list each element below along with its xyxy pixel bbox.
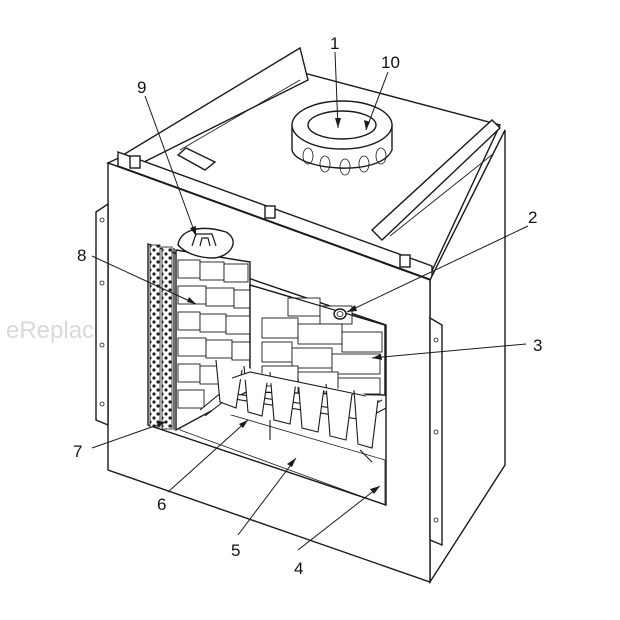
callout-5: 5 <box>231 541 240 560</box>
fireplace-grate <box>199 359 387 463</box>
damper-control <box>333 308 347 320</box>
callout-8: 8 <box>77 246 86 265</box>
callout-4: 4 <box>294 559 303 578</box>
callout-7: 7 <box>73 442 82 461</box>
flue-collar <box>291 100 393 176</box>
callout-9: 9 <box>137 78 146 97</box>
callout-2: 2 <box>528 208 537 227</box>
callout-10: 10 <box>381 53 400 72</box>
callout-3: 3 <box>533 336 542 355</box>
right-mounting-flange <box>429 316 443 547</box>
callout-labels: 1 10 9 2 8 3 7 6 5 4 <box>73 34 542 578</box>
callout-6: 6 <box>157 495 166 514</box>
left-mounting-flange <box>95 202 109 427</box>
insulation-layer <box>149 244 175 430</box>
leader-lines <box>91 51 529 551</box>
callout-1: 1 <box>330 34 339 53</box>
